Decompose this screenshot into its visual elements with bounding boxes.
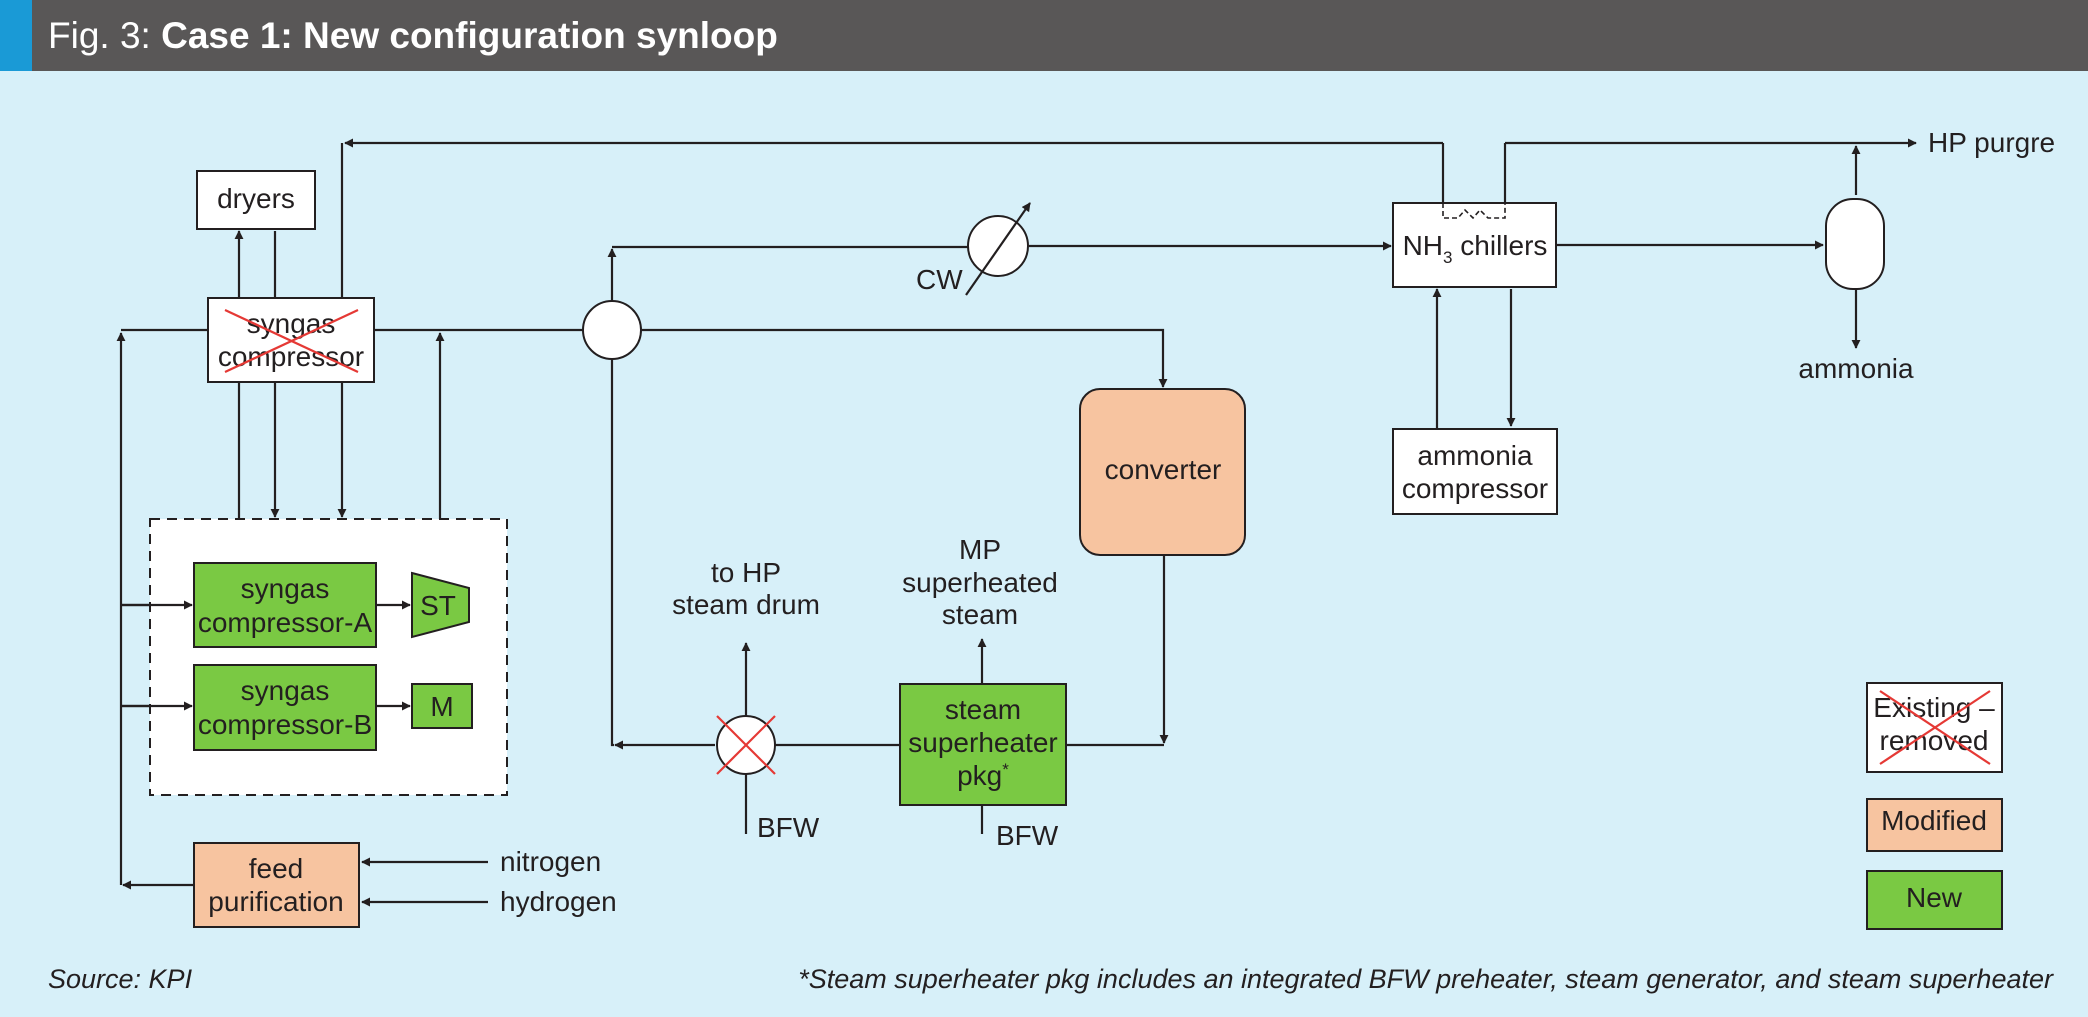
dryers-block xyxy=(196,170,316,230)
steam-turbine-block xyxy=(411,571,470,639)
legend-cross-stroke-2 xyxy=(1879,690,1991,765)
removed-cross-stroke-2 xyxy=(224,309,359,373)
legend-new-label: New xyxy=(1906,882,1963,913)
mp-steam-label-1: MP xyxy=(959,534,1001,565)
figure-label: Fig. 3: xyxy=(48,15,151,56)
exchanger-to-converter-arrow xyxy=(641,328,1168,388)
syngas-compressor-a-label-2: compressor-A xyxy=(198,607,373,638)
feed-purification-label-1: feed xyxy=(249,853,304,884)
steam-superheater-block xyxy=(899,683,1067,806)
exchanger-down-line xyxy=(610,359,614,747)
motor-block xyxy=(411,683,473,729)
superheater-pkg-text: pkg xyxy=(957,760,1002,791)
legend-new-box xyxy=(1866,870,2003,930)
ammonia-compressor-label-1: ammonia xyxy=(1417,440,1533,471)
new-compressor-enclosure xyxy=(149,518,508,796)
figure-header: Fig. 3: Case 1: New configuration synloo… xyxy=(0,0,2088,71)
cw-label: CW xyxy=(916,264,963,295)
syngas-compressor-a-block xyxy=(193,562,377,648)
figure-title-text: Case 1: New configuration synloop xyxy=(161,15,778,56)
cw-cooler-arrow xyxy=(965,202,1031,296)
superheater-label-3: pkg* xyxy=(957,760,1009,791)
steam-turbine-label: ST xyxy=(420,590,456,621)
figure-title: Fig. 3: Case 1: New configuration synloo… xyxy=(48,15,778,57)
hp-purge-label: HP purgre xyxy=(1928,127,2055,158)
to-hp-label-2: steam drum xyxy=(672,589,820,620)
ammonia-compressor-label-2: compressor xyxy=(1402,473,1548,504)
motor-label: M xyxy=(430,691,453,722)
converter-block xyxy=(1079,388,1246,556)
syngas-compressor-b-label-1: syngas xyxy=(241,675,330,706)
feed-effluent-exchanger xyxy=(582,300,642,360)
legend-existing-label-1: Existing – xyxy=(1873,692,1995,723)
hydrogen-label: hydrogen xyxy=(500,886,617,917)
process-flow-diagram: dryers syngas compressor syngas compress… xyxy=(116,127,2055,930)
legend-modified-box xyxy=(1866,798,2003,852)
mp-steam-label-2: superheated xyxy=(902,567,1058,598)
legend: Existing – removed Modified New xyxy=(1866,682,2003,930)
to-hp-label-1: to HP xyxy=(711,557,781,588)
syngas-compressor-b-block xyxy=(193,664,377,751)
legend-modified-label: Modified xyxy=(1881,805,1987,836)
syngas-compressor-a-label-1: syngas xyxy=(241,573,330,604)
footnote: *Steam superheater pkg includes an integ… xyxy=(798,964,2053,994)
chillers-internal-coil xyxy=(1442,203,1506,220)
bfw-label-left: BFW xyxy=(757,812,820,843)
converter-label: converter xyxy=(1105,454,1222,485)
nh3-subscript: 3 xyxy=(1443,248,1452,267)
cw-cooler xyxy=(965,202,1031,296)
nitrogen-label: nitrogen xyxy=(500,846,601,877)
nh3-chillers-block xyxy=(1392,202,1557,288)
dryers-label: dryers xyxy=(217,183,295,214)
header-accent-bar xyxy=(0,0,32,71)
syngas-compressor-label-1: syngas xyxy=(247,308,336,339)
superheater-label-2: superheater xyxy=(908,727,1057,758)
feed-purification-label-2: purification xyxy=(208,886,343,917)
bfw-exchanger-removed xyxy=(716,715,776,775)
existing-syngas-compressor: syngas compressor xyxy=(207,297,375,383)
syngas-compressor-label-2: compressor xyxy=(218,341,364,372)
source-note: Source: KPI xyxy=(48,964,193,994)
enclosure-lines xyxy=(121,600,411,711)
nh3-chillers-label: NH3 chillers xyxy=(1403,230,1548,267)
bfw-cross-stroke-2 xyxy=(716,715,776,775)
nh3-text: NH xyxy=(1403,230,1443,261)
superheater-footnote-mark: * xyxy=(1002,760,1009,779)
flow-lines xyxy=(116,138,1917,907)
ammonia-product-label: ammonia xyxy=(1798,353,1914,384)
chillers-text: chillers xyxy=(1453,230,1548,261)
ammonia-separator-vessel xyxy=(1825,198,1885,290)
mp-steam-label-3: steam xyxy=(942,599,1018,630)
cw-cooler-circle xyxy=(967,215,1029,277)
syngas-compressor-b-label-2: compressor-B xyxy=(198,709,372,740)
feed-purification-block xyxy=(193,842,360,928)
bfw-label-right: BFW xyxy=(996,820,1059,851)
superheater-label-1: steam xyxy=(945,694,1021,725)
ammonia-compressor-block xyxy=(1392,428,1558,515)
